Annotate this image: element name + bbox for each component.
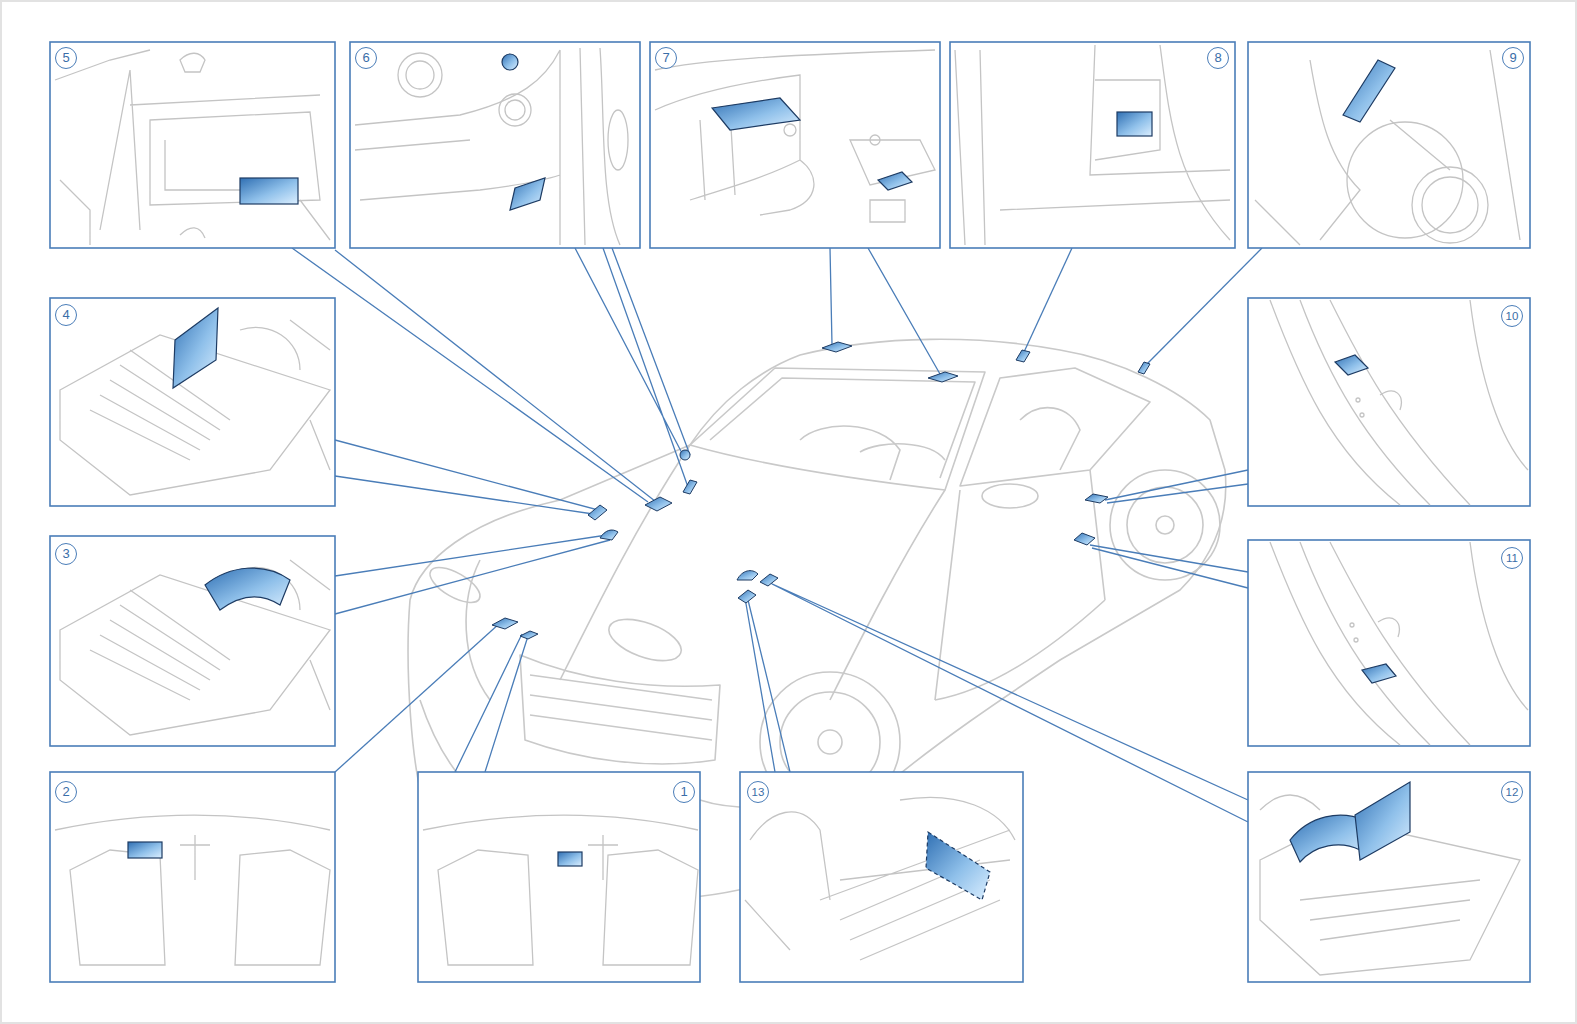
callout-number: 7	[655, 47, 677, 69]
callout-number: 4	[55, 304, 77, 326]
callout-number: 11	[1501, 547, 1523, 569]
callout-number: 5	[55, 47, 77, 69]
callout-number: 13	[747, 781, 769, 803]
callout-number: 10	[1501, 305, 1523, 327]
callout-number: 12	[1501, 781, 1523, 803]
callout-number: 9	[1502, 47, 1524, 69]
callout-number: 3	[55, 543, 77, 565]
callout-number: 8	[1207, 47, 1229, 69]
callout-number: 1	[673, 781, 695, 803]
callout-number: 2	[55, 781, 77, 803]
callout-number: 6	[355, 47, 377, 69]
